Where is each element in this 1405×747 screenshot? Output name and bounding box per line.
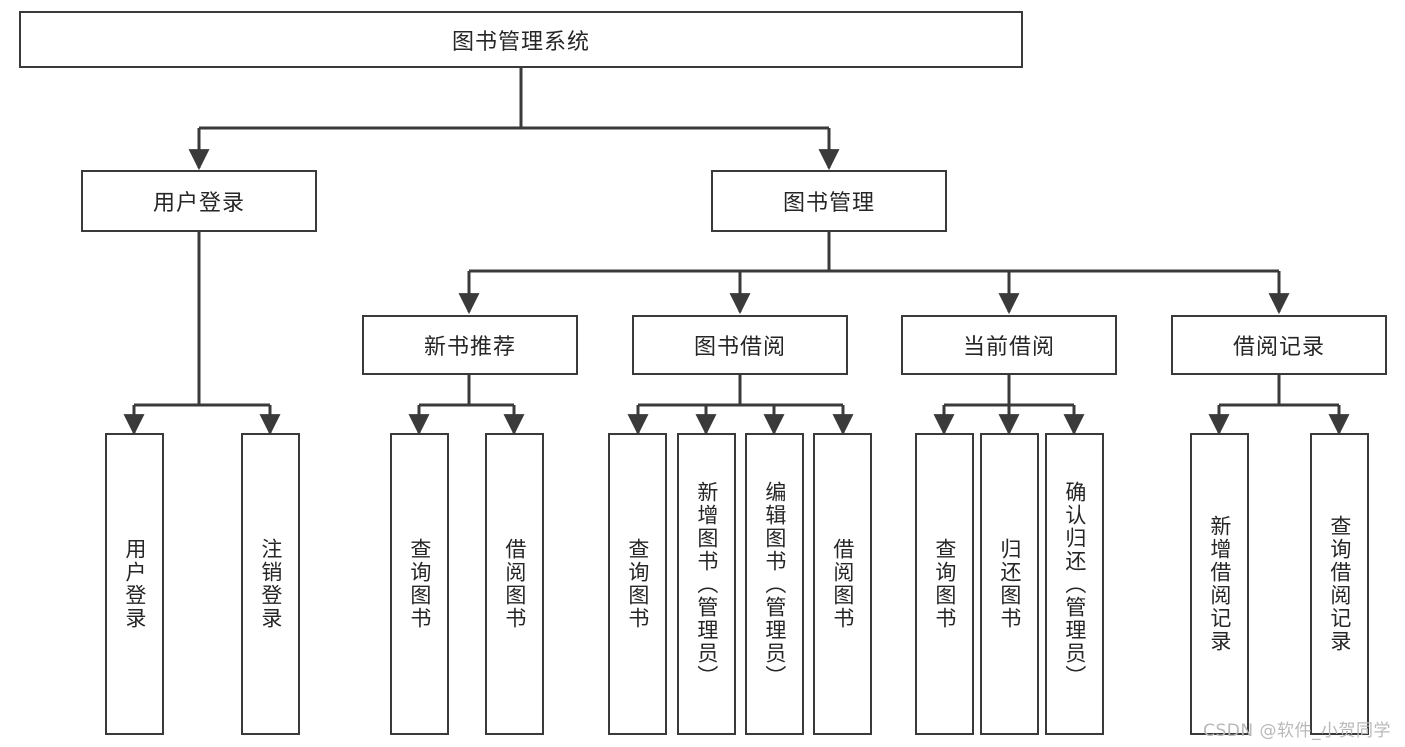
- node-user-login-label: 用户登录: [152, 191, 245, 216]
- node-leaf-add-book[interactable]: 新增图书（管理员）: [677, 433, 736, 735]
- node-new-book-recommend-label: 新书推荐: [423, 335, 516, 360]
- node-leaf-user-logout[interactable]: 注销登录: [241, 433, 300, 735]
- node-leaf-borrow-book-1[interactable]: 借阅图书: [485, 433, 544, 735]
- node-leaf-add-record[interactable]: 新增借阅记录: [1190, 433, 1249, 735]
- node-leaf-edit-book-label: 编辑图书（管理员）: [762, 480, 787, 688]
- node-leaf-borrow-book-2-label: 借阅图书: [830, 538, 855, 630]
- node-user-login[interactable]: 用户登录: [81, 170, 317, 232]
- node-leaf-query-record[interactable]: 查询借阅记录: [1310, 433, 1369, 735]
- node-book-borrow[interactable]: 图书借阅: [632, 315, 848, 375]
- node-book-borrow-label: 图书借阅: [693, 335, 786, 360]
- node-leaf-query-book-1-label: 查询图书: [407, 538, 432, 630]
- node-leaf-edit-book[interactable]: 编辑图书（管理员）: [745, 433, 804, 735]
- node-leaf-add-book-label: 新增图书（管理员）: [694, 480, 719, 688]
- node-leaf-query-book-2[interactable]: 查询图书: [608, 433, 667, 735]
- node-current-borrow[interactable]: 当前借阅: [901, 315, 1117, 375]
- node-root[interactable]: 图书管理系统: [19, 11, 1023, 68]
- node-leaf-query-book-3-label: 查询图书: [932, 538, 957, 630]
- node-leaf-user-logout-label: 注销登录: [258, 538, 283, 630]
- node-leaf-query-record-label: 查询借阅记录: [1327, 515, 1352, 653]
- node-leaf-confirm-return-label: 确认归还（管理员）: [1062, 480, 1087, 688]
- node-leaf-return-book-label: 归还图书: [997, 538, 1022, 630]
- node-leaf-borrow-book-1-label: 借阅图书: [502, 538, 527, 630]
- node-book-management-label: 图书管理: [782, 191, 875, 216]
- node-leaf-query-book-2-label: 查询图书: [625, 538, 650, 630]
- node-leaf-borrow-book-2[interactable]: 借阅图书: [813, 433, 872, 735]
- node-leaf-user-login[interactable]: 用户登录: [105, 433, 164, 735]
- node-borrow-record[interactable]: 借阅记录: [1171, 315, 1387, 375]
- node-leaf-add-record-label: 新增借阅记录: [1207, 515, 1232, 653]
- node-root-label: 图书管理系统: [451, 29, 590, 55]
- node-leaf-user-login-label: 用户登录: [122, 538, 147, 630]
- node-book-management[interactable]: 图书管理: [711, 170, 947, 232]
- node-borrow-record-label: 借阅记录: [1232, 335, 1325, 360]
- node-leaf-confirm-return[interactable]: 确认归还（管理员）: [1045, 433, 1104, 735]
- csdn-watermark: CSDN @软件_小贺同学: [1203, 721, 1391, 741]
- node-current-borrow-label: 当前借阅: [962, 335, 1055, 360]
- node-leaf-query-book-3[interactable]: 查询图书: [915, 433, 974, 735]
- node-leaf-return-book[interactable]: 归还图书: [980, 433, 1039, 735]
- node-new-book-recommend[interactable]: 新书推荐: [362, 315, 578, 375]
- node-leaf-query-book-1[interactable]: 查询图书: [390, 433, 449, 735]
